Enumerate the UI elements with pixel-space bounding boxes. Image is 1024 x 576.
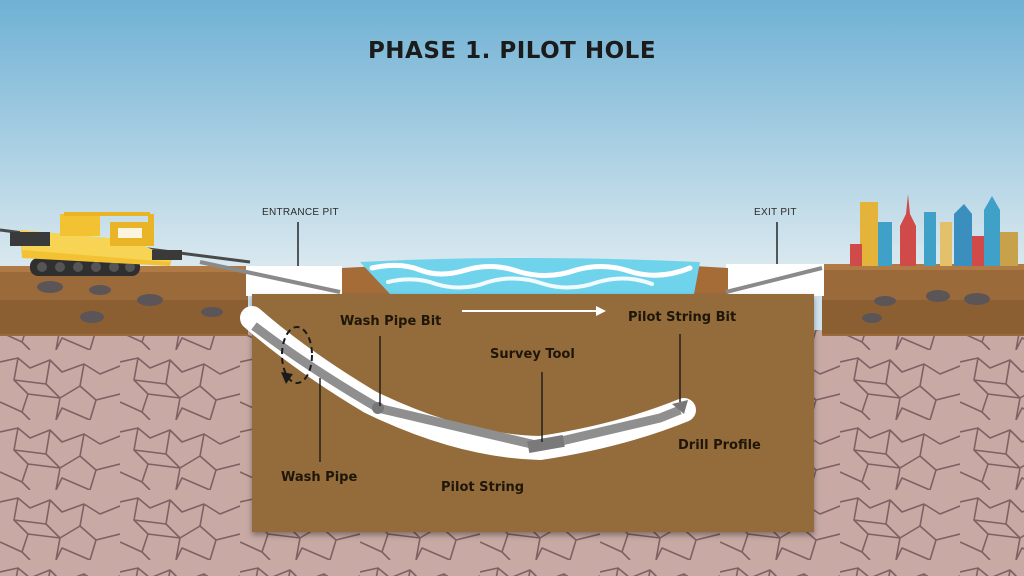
wash-pipe-bit-label: Wash Pipe Bit [340, 314, 442, 329]
sky [0, 0, 1024, 270]
arrow-right-icon [462, 306, 606, 316]
wash-pipe-bit [372, 402, 384, 414]
river [342, 258, 728, 295]
wash-pipe-label: Wash Pipe [281, 470, 358, 485]
rotation-arrow-icon [281, 326, 313, 384]
leader-lines [297, 222, 778, 462]
drill-profile-label: Drill Profile [678, 438, 761, 453]
right-soil [822, 264, 1024, 336]
survey-tool-label: Survey Tool [490, 347, 575, 362]
entrance-pit-label: ENTRANCE PIT [262, 207, 339, 218]
pilot-string-label: Pilot String [441, 480, 525, 495]
city-skyline-icon [850, 194, 1018, 266]
exit-pit-label: EXIT PIT [754, 207, 797, 218]
drilling-rig-icon [0, 212, 251, 276]
exit-pipe [725, 266, 823, 294]
entry-pipe [199, 260, 341, 294]
left-soil [0, 266, 248, 336]
pilot-string-bit-label: Pilot String Bit [628, 310, 737, 325]
pilot-string-bit [672, 400, 688, 414]
page-title: PHASE 1. PILOT HOLE [367, 38, 657, 64]
survey-tool [527, 434, 565, 454]
cutaway-panel [252, 294, 814, 532]
